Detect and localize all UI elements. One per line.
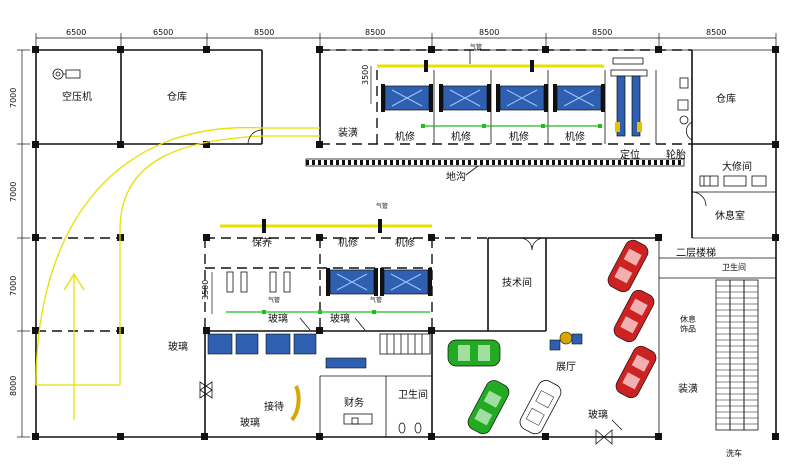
car-red-1 bbox=[607, 239, 649, 293]
room-car-wash: 洗车 bbox=[726, 448, 742, 458]
traffic-path bbox=[35, 126, 320, 420]
dim-left-2: 7000 bbox=[9, 182, 18, 202]
lift-bay-3 bbox=[496, 84, 548, 112]
hose-label-top: 气管 bbox=[470, 43, 482, 51]
room-paint-right: 装潢 bbox=[678, 382, 698, 395]
bay-dashed-lines bbox=[36, 49, 692, 332]
car-red-3 bbox=[615, 345, 657, 399]
room-finance: 财务 bbox=[344, 396, 364, 409]
room-warehouse-left: 仓库 bbox=[167, 90, 187, 103]
dim-left-3: 7000 bbox=[9, 276, 18, 296]
dim-top-4: 8500 bbox=[365, 28, 385, 37]
compressor-icon bbox=[52, 68, 81, 80]
workbench-icon bbox=[699, 175, 767, 187]
room-decor-goods: 休息饰品 bbox=[680, 314, 696, 334]
car-white bbox=[519, 380, 562, 435]
dim-top-2: 6500 bbox=[153, 28, 173, 37]
room-tire: 轮胎 bbox=[666, 148, 686, 161]
room-warehouse-right: 仓库 bbox=[716, 92, 736, 105]
hose-label-lower: 气管 bbox=[376, 202, 388, 210]
showroom-lounge-icon bbox=[549, 331, 583, 351]
lift-bay-2 bbox=[439, 84, 491, 112]
top-dimension-line: 6500 6500 8500 8500 8500 8500 8500 bbox=[35, 28, 777, 46]
dim-top-3: 8500 bbox=[254, 28, 274, 37]
toilet-icons bbox=[398, 422, 422, 434]
dim-lift-top: 3500 bbox=[361, 65, 370, 85]
dim-lift-lower: 3500 bbox=[201, 280, 210, 300]
finance-desk bbox=[343, 413, 373, 425]
dim-left-1: 7000 bbox=[9, 88, 18, 108]
room-repair-5: 机修 bbox=[338, 236, 358, 249]
entrance-door-left bbox=[199, 381, 213, 399]
room-reception: 接待 bbox=[264, 400, 284, 413]
door-arc-lounge bbox=[691, 191, 707, 207]
trench bbox=[305, 158, 685, 167]
reception-desk bbox=[290, 385, 301, 422]
glass-label-4: 玻璃 bbox=[240, 416, 260, 429]
dim-left-4: 8000 bbox=[9, 376, 18, 396]
room-stairs: 二层楼梯 bbox=[676, 246, 716, 259]
car-green-1 bbox=[447, 339, 501, 367]
maintenance-posts bbox=[226, 271, 291, 293]
room-repair-3: 机修 bbox=[509, 130, 529, 143]
room-repair-4: 机修 bbox=[565, 130, 585, 143]
car-red-2 bbox=[613, 289, 655, 343]
room-lounge: 休息室 bbox=[715, 209, 745, 222]
room-repair-2: 机修 bbox=[451, 130, 471, 143]
room-wc-bottom: 卫生间 bbox=[398, 388, 428, 401]
glass-label-1: 玻璃 bbox=[268, 312, 288, 325]
stair-treads bbox=[716, 285, 758, 425]
entrance-steps bbox=[379, 333, 431, 355]
dim-top-6: 8500 bbox=[592, 28, 612, 37]
lift-bay-5 bbox=[326, 268, 378, 296]
room-maintenance: 保养 bbox=[252, 236, 272, 249]
dim-top-5: 8500 bbox=[479, 28, 499, 37]
dim-top-7: 8500 bbox=[706, 28, 726, 37]
lift-bay-6 bbox=[380, 268, 432, 296]
hose-label-lower-3: 气管 bbox=[370, 296, 382, 304]
waiting-seats bbox=[207, 333, 367, 369]
dim-top-1: 6500 bbox=[66, 28, 86, 37]
glass-label-2: 玻璃 bbox=[330, 312, 350, 325]
room-major-repair: 大修间 bbox=[722, 160, 752, 173]
lift-bay-4 bbox=[553, 84, 605, 112]
car-green-2 bbox=[467, 380, 510, 435]
alignment-rack bbox=[610, 57, 648, 137]
glass-label-3: 玻璃 bbox=[168, 340, 188, 353]
room-showroom: 展厅 bbox=[556, 361, 576, 373]
room-compressor: 空压机 bbox=[62, 90, 92, 103]
hose-label-lower-2: 气管 bbox=[268, 296, 280, 304]
glass-label-5: 玻璃 bbox=[588, 408, 608, 421]
room-trench: 地沟 bbox=[446, 170, 466, 183]
room-alignment: 定位 bbox=[620, 148, 640, 161]
room-paint-top: 装潢 bbox=[338, 126, 358, 139]
room-repair-6: 机修 bbox=[395, 236, 415, 249]
lift-bay-1 bbox=[381, 84, 433, 112]
door-arc bbox=[247, 129, 263, 145]
entrance-door-right bbox=[595, 429, 613, 445]
left-dimension-line: 7000 7000 7000 8000 bbox=[9, 49, 30, 438]
room-wc-right: 卫生间 bbox=[722, 262, 746, 272]
room-repair-1: 机修 bbox=[395, 130, 415, 143]
staircase bbox=[715, 279, 759, 431]
tire-machine-icon bbox=[677, 77, 693, 141]
room-tech: 技术间 bbox=[502, 276, 532, 289]
